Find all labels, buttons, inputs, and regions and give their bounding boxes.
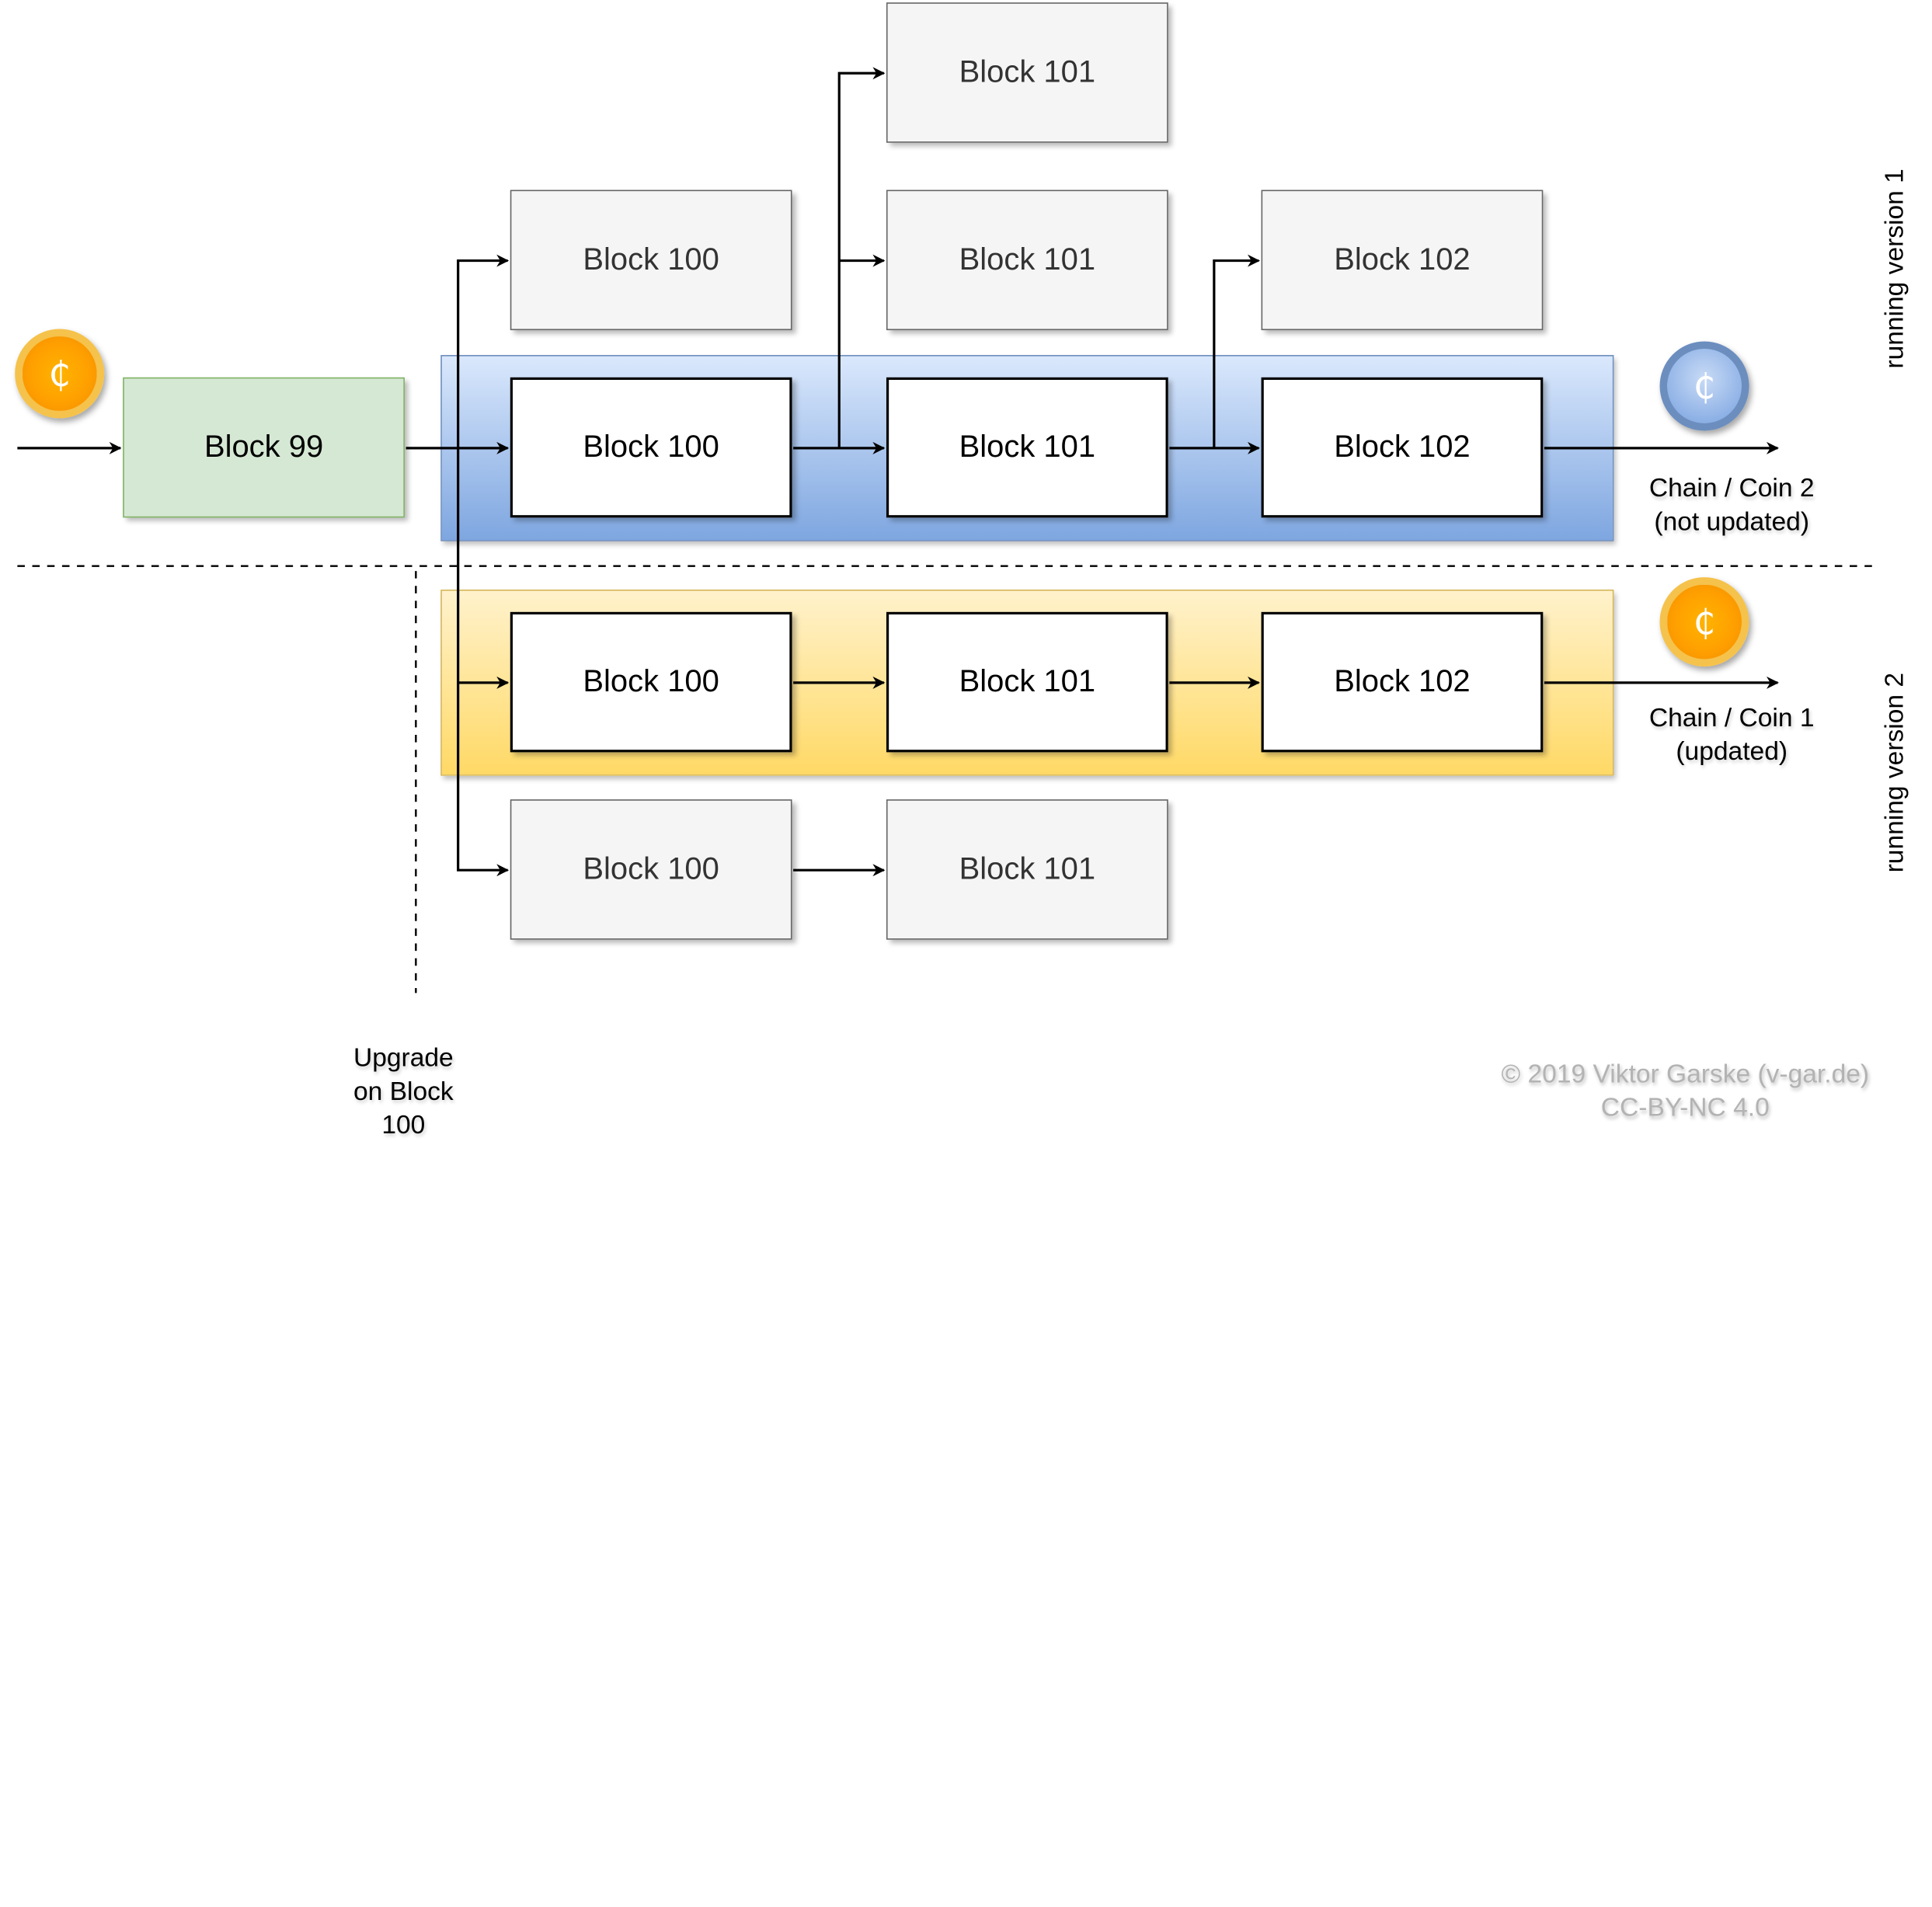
coin-icon-origin: ₵ <box>15 329 105 419</box>
block-100-coin1: Block 100 <box>510 611 792 753</box>
license-line: CC-BY-NC 4.0 <box>1600 1093 1770 1122</box>
b99-to-bottom-b100 <box>457 682 510 877</box>
version-1-label: running version 1 <box>1880 169 1909 369</box>
block-100-coin2: Block 100 <box>510 377 792 518</box>
block-100-orphan-top: Block 100 <box>510 190 792 331</box>
copyright-line: © 2019 Viktor Garske (v-gar.de) <box>1501 1060 1870 1089</box>
blue-b100-to-top-b101a <box>837 67 886 448</box>
coin-icon-coin1: ₵ <box>1659 577 1749 667</box>
block-100-orphan-bottom: Block 100 <box>510 799 792 940</box>
copyright-notice: © 2019 Viktor Garske (v-gar.de) CC-BY-NC… <box>1471 1057 1899 1124</box>
connectors <box>17 67 1875 994</box>
b99-to-top-b100 <box>457 254 510 448</box>
chain-coin2-label: Chain / Coin 2 (not updated) <box>1648 474 1815 537</box>
coin-icon-coin2: ₵ <box>1659 341 1749 431</box>
block-102-coin2: Block 102 <box>1261 377 1544 518</box>
block-101-orphan-bottom: Block 101 <box>886 799 1168 940</box>
block-102-orphan-top: Block 102 <box>1261 190 1544 331</box>
version-2-label: running version 2 <box>1880 672 1909 873</box>
block-101-orphan-top-a: Block 101 <box>886 2 1168 143</box>
block-101-coin2: Block 101 <box>886 377 1168 518</box>
block-101-orphan-top-b: Block 101 <box>886 190 1168 331</box>
upgrade-label: Upgrade on Block 100 <box>353 1043 454 1140</box>
blue-b101-to-top-b102 <box>1213 254 1260 448</box>
block-101-coin1: Block 101 <box>886 611 1168 753</box>
block-102-coin1: Block 102 <box>1261 611 1544 753</box>
block-99: Block 99 <box>123 377 405 518</box>
chain-coin1-label: Chain / Coin 1 (updated) <box>1648 704 1815 766</box>
